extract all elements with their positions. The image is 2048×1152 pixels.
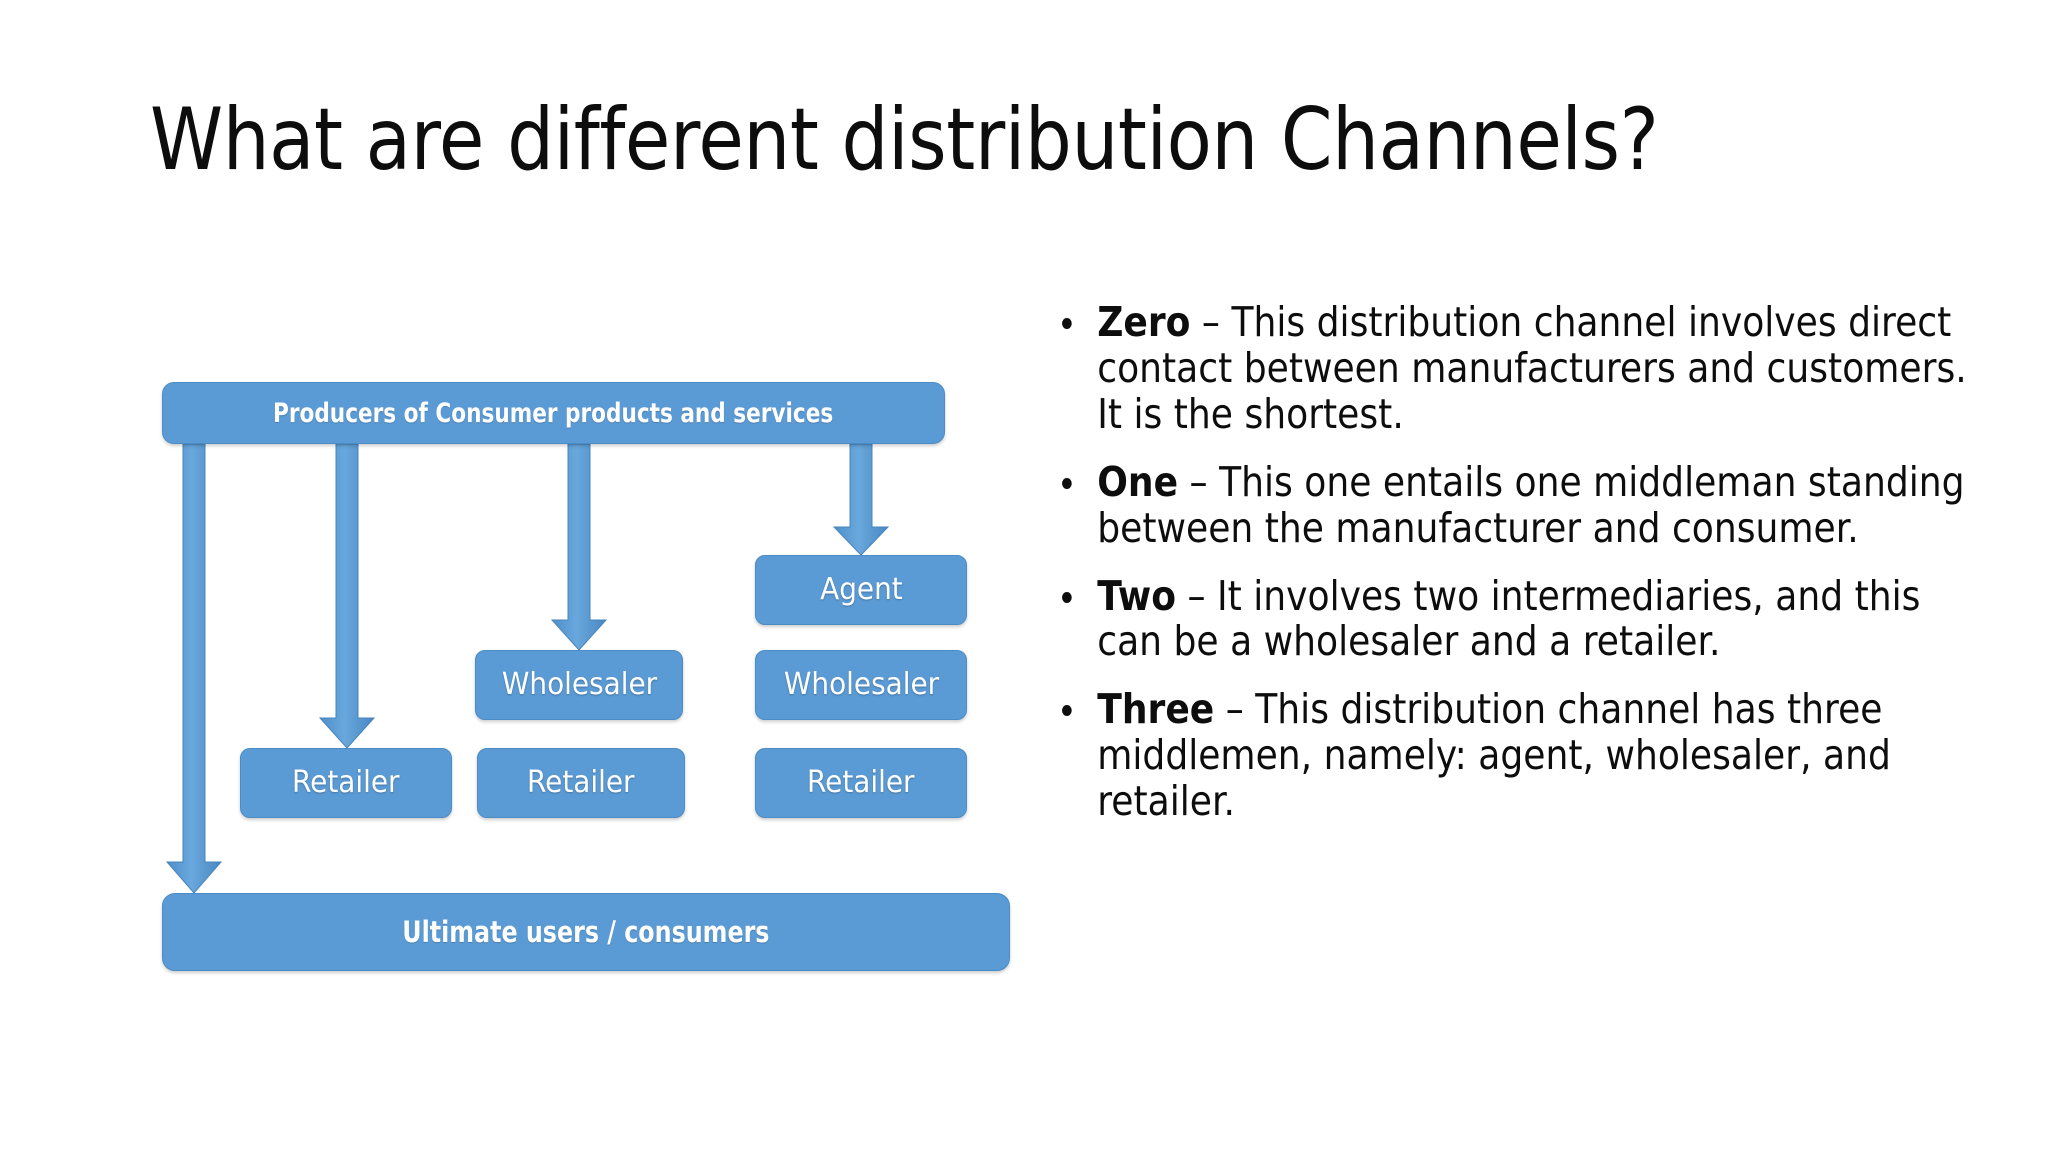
bullet-text: This one entails one middleman standing …	[1097, 457, 1965, 552]
diagram-node-retailer-right-label: Retailer	[807, 765, 915, 800]
bullet-dash: –	[1214, 685, 1256, 734]
diagram-node-ultimate-consumers[interactable]: Ultimate users / consumers	[162, 893, 1010, 971]
bullet-text: This distribution channel has three midd…	[1097, 685, 1891, 826]
bullet-dot-icon	[1062, 477, 1072, 489]
diagram-node-retailer-middle-label: Retailer	[527, 765, 635, 800]
page-title: What are different distribution Channels…	[150, 90, 1659, 190]
list-item: Two – It involves two intermediaries, an…	[1055, 571, 1995, 666]
distribution-channel-diagram: Producers of Consumer products and servi…	[0, 0, 1040, 1010]
diagram-node-producers[interactable]: Producers of Consumer products and servi…	[162, 382, 945, 444]
diagram-node-wholesaler-middle-label: Wholesaler	[501, 667, 657, 702]
bullet-dash: –	[1190, 298, 1232, 346]
channel-levels-list: Zero – This distribution channel involve…	[1055, 299, 1967, 847]
diagram-node-producers-label: Producers of Consumer products and servi…	[273, 397, 834, 429]
bullet-lead: Two	[1097, 571, 1177, 620]
bullet-lead: Zero	[1097, 298, 1191, 346]
bullet-dot-icon	[1062, 318, 1072, 329]
diagram-node-agent-label: Agent	[819, 572, 903, 607]
arrow-producers-to-wholesaler-middle	[550, 443, 608, 651]
arrow-producers-to-agent	[832, 443, 890, 556]
bullet-dash: –	[1176, 571, 1218, 620]
bullet-dot-icon	[1062, 705, 1072, 717]
arrow-producers-to-consumers	[165, 443, 223, 894]
list-item: One – This one entails one middleman sta…	[1055, 457, 1995, 552]
bullet-text: This distribution channel involves direc…	[1097, 298, 1967, 438]
bullet-text: It involves two intermediaries, and this…	[1097, 571, 1921, 666]
arrow-producers-to-retailer-left	[318, 443, 376, 749]
list-item: Zero – This distribution channel involve…	[1055, 298, 1995, 438]
diagram-arrow-layer	[165, 443, 890, 894]
list-item: Three – This distribution channel has th…	[1055, 685, 1995, 826]
diagram-node-wholesaler-right[interactable]: Wholesaler	[755, 650, 967, 720]
diagram-node-retailer-right[interactable]: Retailer	[755, 748, 967, 818]
bullet-dot-icon	[1062, 591, 1072, 603]
diagram-node-wholesaler-middle[interactable]: Wholesaler	[475, 650, 683, 720]
diagram-node-retailer-middle[interactable]: Retailer	[477, 748, 685, 818]
bullet-lead: One	[1097, 457, 1179, 506]
bullet-dash: –	[1178, 457, 1220, 506]
diagram-node-wholesaler-right-label: Wholesaler	[783, 667, 939, 702]
diagram-node-ultimate-consumers-label: Ultimate users / consumers	[402, 914, 770, 949]
diagram-node-retailer-left[interactable]: Retailer	[240, 748, 452, 818]
bullet-lead: Three	[1097, 685, 1215, 734]
diagram-node-retailer-left-label: Retailer	[292, 765, 400, 800]
diagram-node-agent[interactable]: Agent	[755, 555, 967, 625]
